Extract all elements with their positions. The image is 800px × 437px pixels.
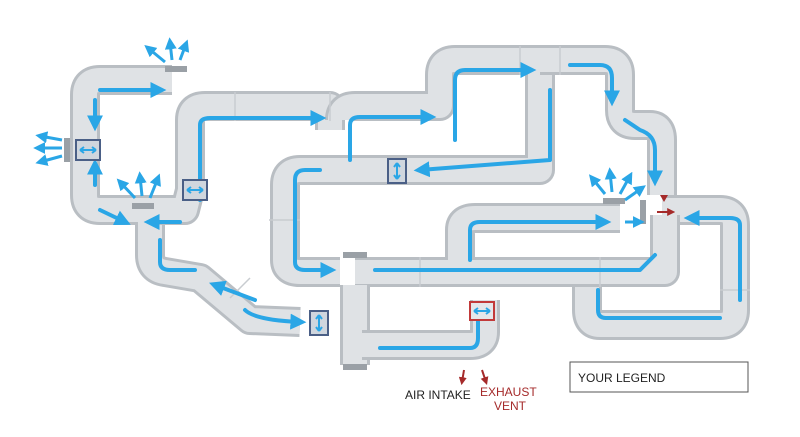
damper-icon — [603, 198, 625, 204]
air-intake-label: AIR INTAKE — [405, 388, 471, 402]
vent-outflow-arrows-icon — [33, 37, 646, 228]
damper-icon — [64, 138, 70, 162]
double-arrow-horizontal-icon — [186, 186, 204, 194]
double-arrow-horizontal-icon — [473, 307, 491, 315]
exhaust-arrows — [458, 195, 676, 386]
damper-icon — [640, 200, 646, 224]
double-arrow-horizontal-icon — [79, 146, 97, 154]
valve-left[interactable] — [75, 139, 101, 161]
valve-exhaust[interactable] — [469, 301, 495, 321]
airflow-lines — [87, 62, 742, 350]
double-arrow-vertical-icon — [393, 162, 401, 180]
damper-icon — [165, 66, 187, 72]
legend-label: YOUR LEGEND — [578, 371, 666, 385]
valve-branch[interactable] — [182, 179, 208, 201]
valve-center[interactable] — [387, 158, 407, 184]
exhaust-label-line1: EXHAUST — [480, 385, 537, 399]
valve-bottom[interactable] — [309, 310, 329, 336]
dampers — [64, 66, 646, 370]
double-arrow-vertical-icon — [315, 314, 323, 332]
damper-icon — [132, 203, 154, 209]
damper-icon — [343, 364, 367, 370]
damper-icon — [343, 252, 367, 258]
exhaust-label-line2: VENT — [494, 399, 527, 413]
legend-box — [569, 361, 749, 393]
